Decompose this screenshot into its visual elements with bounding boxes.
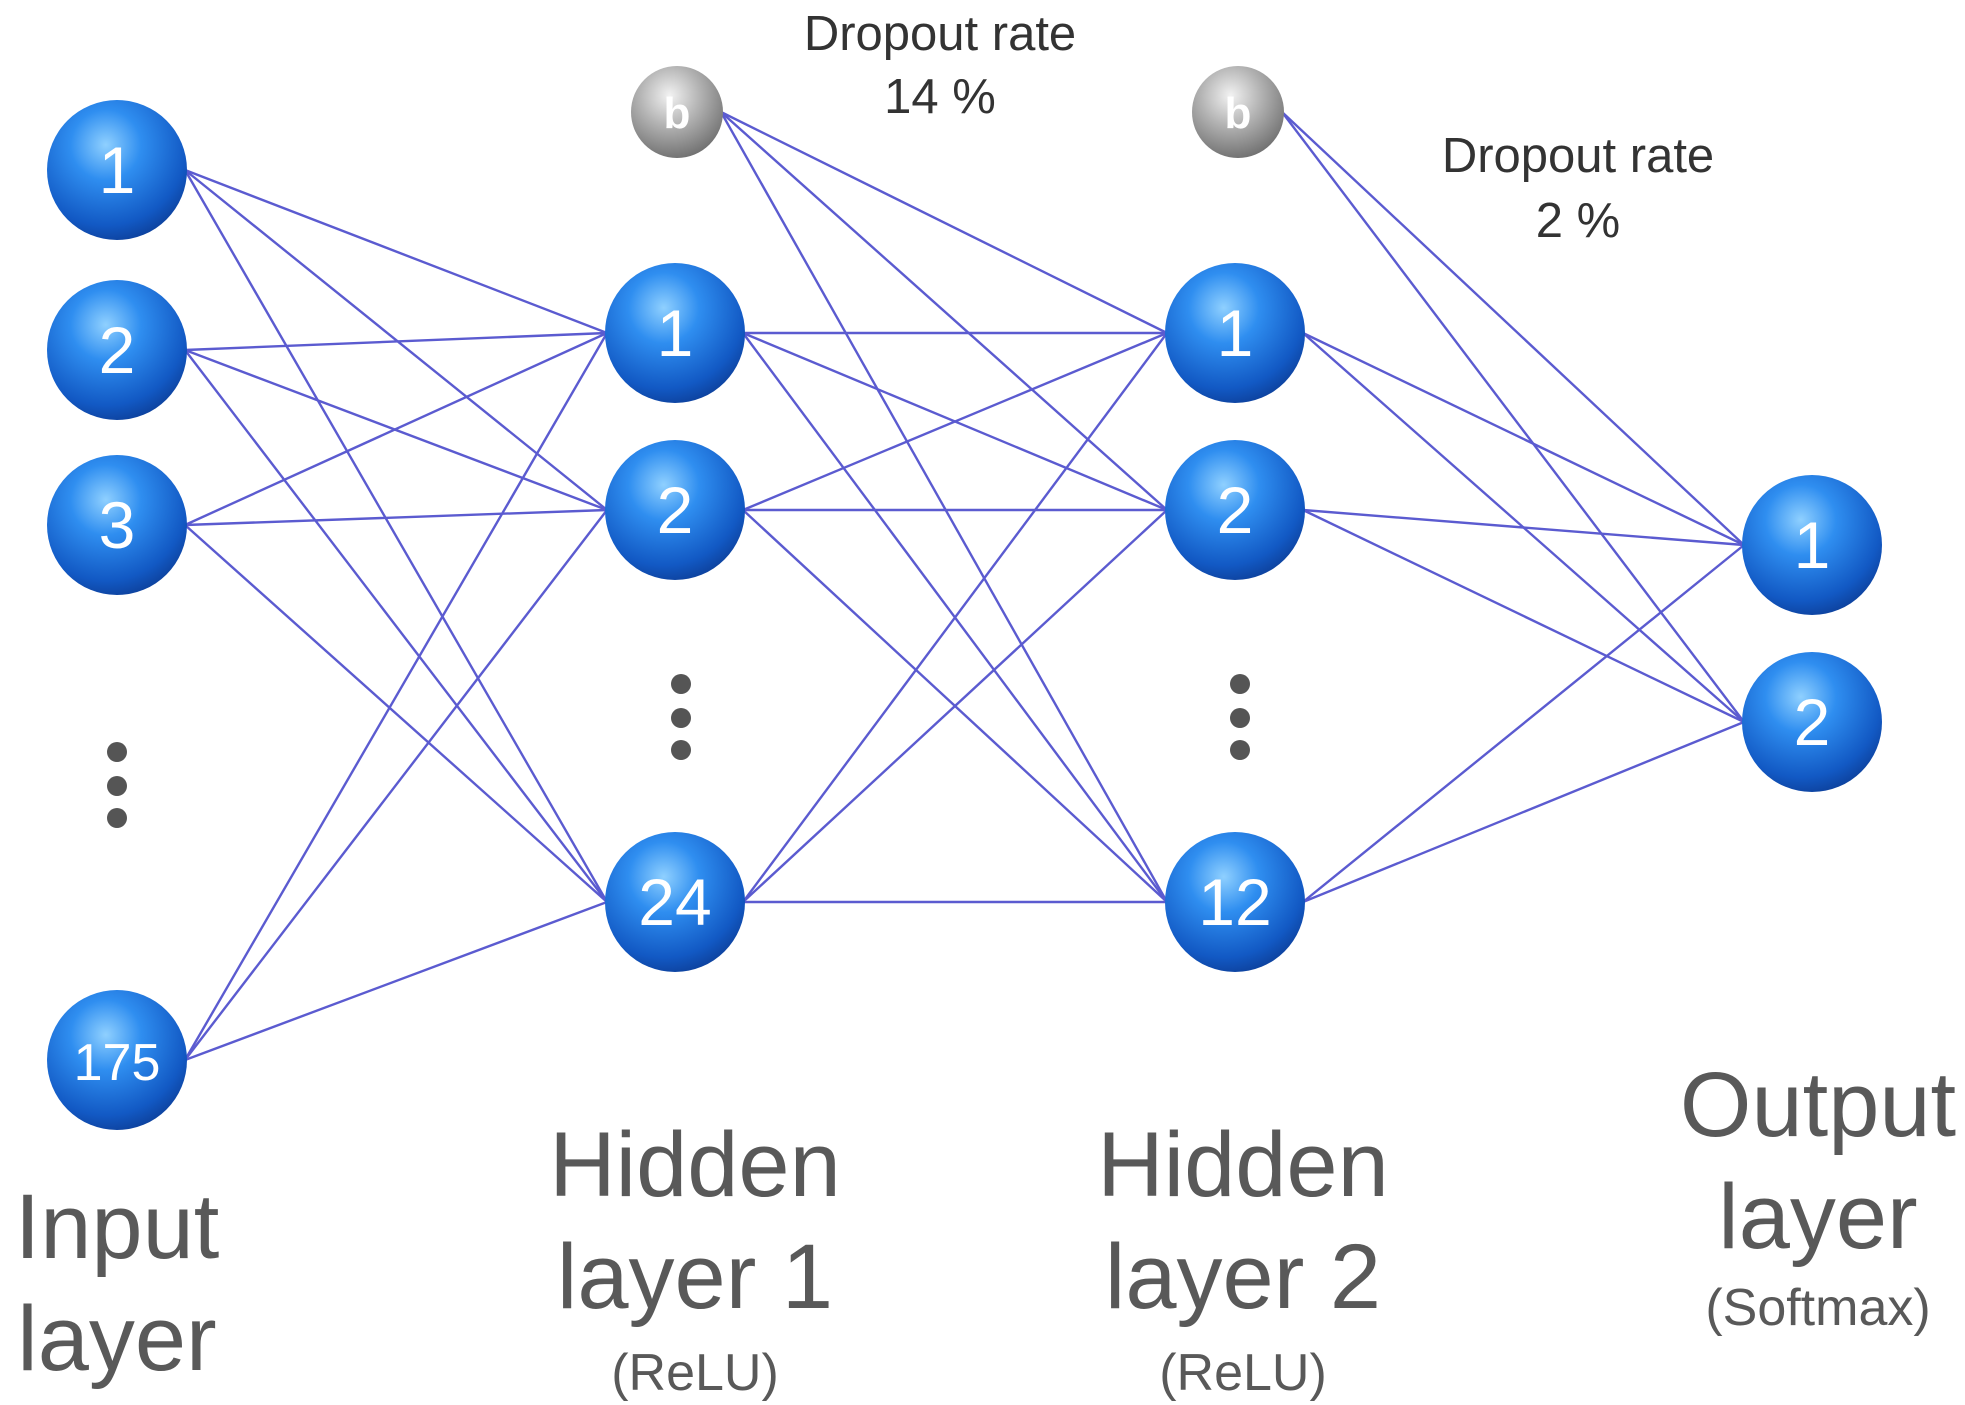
hidden1-node-24: 24 — [605, 832, 745, 972]
hidden1-caption: Hidden layer 1 (ReLU) — [549, 1114, 841, 1402]
bias-connection-line — [720, 111, 1168, 511]
node-label: 2 — [657, 473, 694, 547]
activation-label: (Softmax) — [1705, 1279, 1930, 1337]
node-label: 1 — [1217, 296, 1254, 370]
layer-title: Hidden — [549, 1114, 841, 1216]
connection-line — [1302, 544, 1745, 903]
input-ellipsis — [107, 742, 127, 828]
dropout-value-2: 2 % — [1536, 194, 1620, 248]
bias-connection-line — [720, 110, 1168, 335]
hidden2-node-2: 2 — [1165, 440, 1305, 580]
output-node-1: 1 — [1742, 475, 1882, 615]
bias-connection-line — [719, 111, 1169, 903]
hidden2-node-1: 1 — [1165, 263, 1305, 403]
node-label: 1 — [99, 133, 136, 207]
output-layer: 1 2 — [1742, 475, 1882, 792]
hidden-layer-1: 1 2 24 — [605, 263, 745, 972]
dropout-value-1: 14 % — [884, 70, 996, 124]
connection-line — [1302, 720, 1745, 904]
connection-line — [184, 508, 608, 527]
layer-title: layer 2 — [1105, 1226, 1381, 1328]
bias-label: b — [1225, 89, 1252, 138]
output-node-2: 2 — [1742, 652, 1882, 792]
hidden1-node-2: 2 — [605, 440, 745, 580]
node-label: 2 — [99, 313, 136, 387]
layer-title: Hidden — [1097, 1114, 1389, 1216]
connection-line — [183, 169, 609, 903]
bias-label: b — [664, 89, 691, 138]
connection-line — [184, 524, 608, 903]
dropout-annotation-layer1: Dropout rate 14 % — [804, 7, 1076, 124]
node-label: 1 — [657, 296, 694, 370]
connection-line — [184, 331, 608, 352]
node-label: 175 — [74, 1034, 161, 1092]
connection-line — [742, 509, 1168, 903]
dropout-label-1: Dropout rate — [804, 7, 1076, 61]
node-label: 1 — [1794, 508, 1831, 582]
connection-line — [742, 332, 1168, 903]
input-layer-caption: Input layer — [15, 1176, 220, 1390]
output-caption: Output layer (Softmax) — [1680, 1054, 1956, 1337]
layer-title: Input — [15, 1176, 220, 1278]
bias-node-hidden2: b — [1192, 66, 1284, 158]
input-layer: 1 2 3 175 — [47, 100, 187, 1130]
hidden1-ellipsis — [671, 674, 691, 760]
dropout-label-2: Dropout rate — [1442, 129, 1714, 183]
bias-node-hidden1: b — [631, 66, 723, 158]
layer-title: layer — [1718, 1166, 1917, 1268]
connection-line — [183, 332, 609, 1061]
dropout-annotation-layer2: Dropout rate 2 % — [1442, 129, 1714, 248]
activation-label: (ReLU) — [1159, 1344, 1327, 1402]
layer-title: Output — [1680, 1054, 1956, 1156]
hidden1-node-1: 1 — [605, 263, 745, 403]
connection-line — [184, 168, 608, 335]
hidden2-node-12: 12 — [1165, 832, 1305, 972]
node-label: 24 — [638, 865, 711, 939]
connection-line — [184, 349, 608, 903]
layer-title: layer 1 — [557, 1226, 833, 1328]
connection-line — [184, 509, 608, 1061]
connection-lines — [183, 110, 1745, 1062]
node-label: 3 — [99, 488, 136, 562]
connection-line — [184, 331, 608, 527]
connection-line — [184, 169, 608, 511]
hidden2-caption: Hidden layer 2 (ReLU) — [1097, 1114, 1389, 1402]
node-label: 12 — [1198, 865, 1271, 939]
input-node-2: 2 — [47, 280, 187, 420]
bias-connection-line — [1281, 111, 1745, 546]
connection-line — [1302, 331, 1745, 547]
connection-line — [742, 331, 1168, 512]
node-label: 2 — [1217, 473, 1254, 547]
activation-label: (ReLU) — [611, 1344, 779, 1402]
connection-line — [184, 900, 608, 1062]
connection-line — [1302, 508, 1745, 724]
input-node-175: 175 — [47, 990, 187, 1130]
bias-connection-line — [1281, 111, 1745, 723]
layer-title: layer — [17, 1288, 216, 1390]
hidden-layer-2: 1 2 12 — [1165, 263, 1305, 972]
connection-line — [1302, 508, 1745, 547]
hidden2-ellipsis — [1230, 674, 1250, 760]
input-node-1: 1 — [47, 100, 187, 240]
input-node-3: 3 — [47, 455, 187, 595]
node-label: 2 — [1794, 685, 1831, 759]
